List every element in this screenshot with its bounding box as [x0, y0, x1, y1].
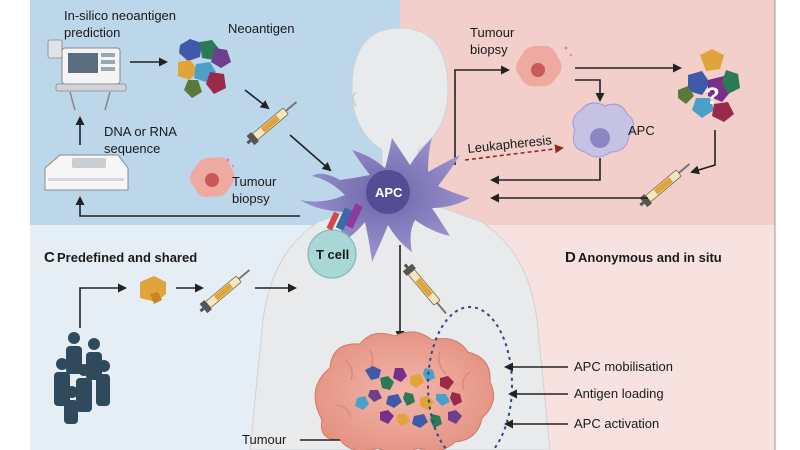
step-antigen-loading: Antigen loading: [574, 386, 664, 401]
arrow-neoantigen-to-syringe: [244, 89, 270, 110]
t-cell-icon: [307, 203, 363, 279]
step-apc-activation: APC activation: [574, 416, 659, 431]
neoantigen-cluster-icon: [178, 39, 231, 98]
label-tcell: T cell: [316, 247, 349, 262]
syringe-icon: [639, 163, 691, 208]
people-group-icon: [54, 332, 110, 424]
arrow-people-to-antigen: [79, 283, 127, 328]
label-neoantigen: Neoantigen: [228, 21, 295, 36]
computer-icon: [47, 39, 127, 111]
label-dna-line2: sequence: [104, 141, 160, 156]
arrow-biopsy-to-apc: [575, 79, 605, 102]
dna-sequencer-icon: [44, 154, 129, 191]
step-apc-mobilisation: APC mobilisation: [574, 359, 673, 374]
panel-d-letter: D: [565, 249, 576, 266]
panel-c-letter: C: [44, 249, 55, 266]
arrow-syringe-to-apc: [289, 134, 332, 172]
arrow-leukapheresis: [464, 144, 564, 161]
neoantigen-cluster-icon: [140, 276, 166, 304]
syringe-icon: [199, 269, 251, 314]
label-apc-b: APC: [628, 123, 655, 138]
arrow-apc-to-tumour-biopsy: [454, 65, 510, 165]
panel-d-title: Anonymous and in situ: [578, 250, 722, 265]
label-tumour-a-line1: Tumour: [232, 174, 277, 189]
question-mark-icon: ?: [705, 83, 720, 110]
label-tumour-center: Tumour: [242, 432, 287, 447]
tumour-cell-icon: [190, 157, 235, 197]
apc-cell-icon: [300, 138, 470, 262]
arrow-cluster-to-syringe: [690, 130, 716, 175]
arrow-body-to-sequencer: [75, 196, 300, 217]
label-in-silico-line1: In-silico neoantigen: [64, 8, 176, 23]
neoantigen-cluster-icon: [678, 49, 740, 122]
label-in-silico-line2: prediction: [64, 25, 120, 40]
label-tumour-a-line2: biopsy: [232, 191, 270, 206]
label-tumour-b-line1: Tumour: [470, 25, 515, 40]
label-tumour-b-line2: biopsy: [470, 42, 508, 57]
tumour-dashed-outline: [427, 306, 513, 450]
label-apc-center: APC: [375, 185, 403, 200]
syringe-icon: [246, 101, 298, 146]
tumour-cell-icon: [516, 45, 573, 87]
apc-cell-icon: [572, 102, 634, 158]
arrow-apc-to-body: [490, 158, 601, 185]
tumour-mass-icon: [314, 331, 495, 450]
panel-c-title: Predefined and shared: [57, 250, 197, 265]
syringe-icon: [402, 263, 447, 315]
label-dna-line1: DNA or RNA: [104, 124, 177, 139]
